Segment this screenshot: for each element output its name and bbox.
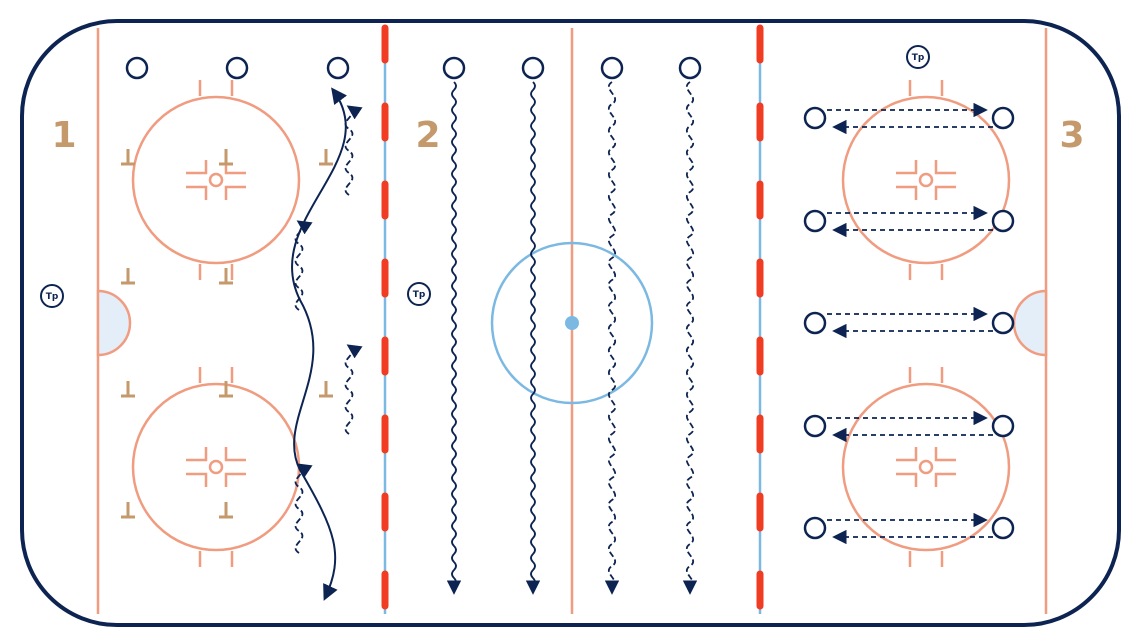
stickhandle-loop-3 bbox=[344, 344, 363, 435]
player-marker bbox=[225, 56, 249, 80]
player-marker bbox=[803, 106, 827, 130]
coach-label: Tp bbox=[46, 292, 59, 302]
coach-label: Tp bbox=[413, 290, 426, 300]
zone-number-3: 3 bbox=[1059, 115, 1084, 156]
center-faceoff-dot bbox=[565, 316, 579, 330]
coach-marker-right: Tp bbox=[906, 45, 930, 69]
goal-crease-right bbox=[1012, 289, 1048, 357]
player-marker bbox=[326, 56, 350, 80]
skating-lane-path bbox=[604, 81, 620, 595]
coach-marker-left: Tp bbox=[40, 284, 64, 308]
center-faceoff-circle bbox=[490, 241, 654, 405]
player-marker bbox=[442, 56, 466, 80]
player-marker bbox=[803, 209, 827, 233]
player-marker bbox=[991, 414, 1015, 438]
skating-lane-path bbox=[446, 81, 462, 595]
coach-label: Tp bbox=[912, 53, 925, 63]
skating-lane-path bbox=[682, 81, 698, 595]
coach-marker-center: Tp bbox=[407, 282, 431, 306]
stickhandle-loop-4 bbox=[294, 463, 313, 554]
rink-boards bbox=[20, 19, 1121, 627]
player-marker bbox=[600, 56, 624, 80]
stickhandle-loop-1 bbox=[344, 105, 363, 196]
zone-number-1: 1 bbox=[51, 115, 76, 156]
player-marker bbox=[991, 516, 1015, 540]
weave-skate-path bbox=[291, 87, 348, 601]
player-marker bbox=[521, 56, 545, 80]
faceoff-circle-right-top bbox=[841, 80, 1011, 280]
skating-lane-path bbox=[525, 81, 541, 595]
faceoff-circle-left-top bbox=[131, 80, 301, 280]
player-marker bbox=[991, 106, 1015, 130]
player-marker bbox=[125, 56, 149, 80]
goal-crease-left bbox=[96, 289, 132, 357]
cone-markers bbox=[121, 149, 333, 519]
player-marker bbox=[991, 209, 1015, 233]
stickhandle-loop-2 bbox=[294, 220, 313, 311]
players bbox=[125, 56, 1015, 540]
player-marker bbox=[803, 311, 827, 335]
faceoff-circle-right-bottom bbox=[841, 367, 1011, 567]
faceoff-circle-left-bottom bbox=[131, 367, 301, 567]
zone-number-2: 2 bbox=[415, 115, 440, 156]
player-marker bbox=[678, 56, 702, 80]
player-marker bbox=[991, 311, 1015, 335]
player-marker bbox=[803, 414, 827, 438]
skating-lanes bbox=[446, 81, 698, 595]
player-marker bbox=[803, 516, 827, 540]
